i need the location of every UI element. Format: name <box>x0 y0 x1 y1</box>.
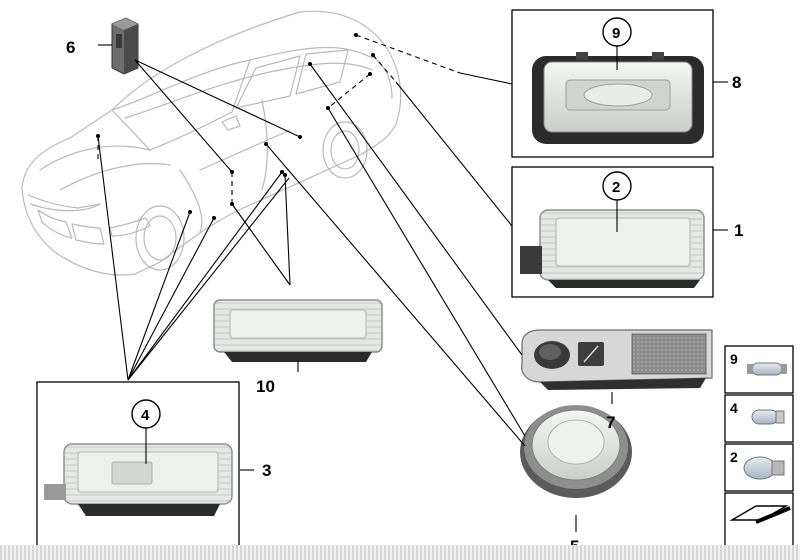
leader-lines <box>97 34 728 532</box>
circled-callout-9: 9 <box>602 17 632 70</box>
callout-10: 10 <box>256 377 275 396</box>
part-7-lamp <box>521 329 713 390</box>
wedge-bulb-small-icon <box>743 456 785 480</box>
car-outline <box>21 10 402 276</box>
callout-9: 9 <box>612 25 620 42</box>
festoon-bulb-icon <box>747 362 787 376</box>
bulb-legend-cell-arrow <box>724 492 794 554</box>
part-8-lamp <box>532 52 704 144</box>
bulb-legend-label-4: 4 <box>730 400 738 416</box>
callout-6: 6 <box>66 38 75 57</box>
part-3-lamp <box>44 443 233 516</box>
part-10-lamp <box>213 299 383 362</box>
part-6-module <box>111 17 139 75</box>
callout-3: 3 <box>262 461 271 480</box>
callout-7: 7 <box>606 413 615 432</box>
bulb-legend-label-9: 9 <box>730 351 738 367</box>
callout-1: 1 <box>734 221 743 240</box>
circled-callout-2: 2 <box>602 171 632 232</box>
arrow-symbol-icon <box>729 505 791 524</box>
part-5-lamp <box>520 405 632 498</box>
callout-2: 2 <box>612 179 620 196</box>
bottom-scan-strip <box>0 545 800 560</box>
wedge-bulb-icon <box>751 409 785 425</box>
bulb-legend <box>724 345 794 554</box>
circled-callout-4: 4 <box>131 399 161 464</box>
attachment-points <box>96 33 375 220</box>
part-1-lamp <box>520 209 705 288</box>
callout-8: 8 <box>732 73 741 92</box>
callout-4: 4 <box>141 407 150 424</box>
bulb-legend-label-2: 2 <box>730 449 738 465</box>
